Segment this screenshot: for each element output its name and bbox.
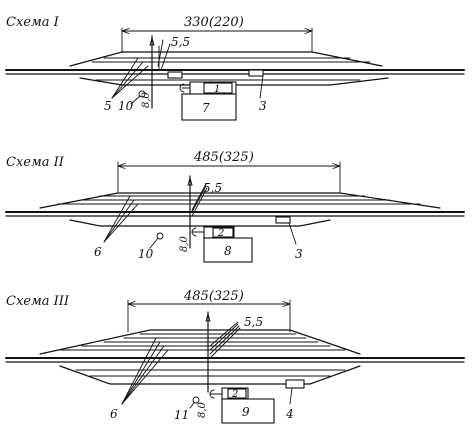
scheme-3-track-leaders: 6	[110, 337, 169, 421]
scheme-2-height-label: 8,0	[179, 235, 190, 252]
scheme-1-axis: 5,5 8,0	[141, 35, 190, 109]
scheme-3: Схема III 485(325)	[5, 289, 465, 424]
scheme-1-height-label: 8,0	[141, 91, 152, 108]
scheme-3-dimension: 485(325)	[127, 289, 291, 333]
scheme-3-tracks-callout: 6	[110, 407, 118, 421]
scheme-2-tracks	[5, 192, 465, 227]
scheme-2-light-mast: 10	[138, 232, 164, 261]
scheme-2-station-building: 2 8	[191, 226, 253, 263]
scheme-3-axis: 5,5 8,0	[197, 311, 263, 418]
scheme-1-title: Схема I	[6, 15, 60, 30]
scheme-2-axis: 5,5 8,0	[179, 175, 222, 252]
scheme-3-light-callout: 11	[174, 408, 189, 422]
scheme-3-dimension-label: 485(325)	[183, 289, 244, 304]
scheme-2-cabin: 3	[275, 216, 303, 261]
scheme-3-cabin-callout: 4	[285, 407, 294, 421]
scheme-1-platform	[167, 71, 183, 79]
scheme-2: Схема II 485(325) 5,5 8,0	[5, 150, 465, 263]
scheme-1-station-building: 1 7	[179, 81, 237, 121]
scheme-2-dimension-label: 485(325)	[193, 150, 254, 165]
scheme-3-building-small: 2	[231, 389, 238, 400]
scheme-3-tracks	[5, 329, 465, 385]
scheme-1-dimension: 330(220)	[121, 15, 313, 53]
scheme-1-cabin-callout: 3	[259, 99, 267, 113]
scheme-2-cabin-callout: 3	[295, 247, 303, 261]
scheme-1-spacing-label: 5,5	[171, 35, 190, 49]
scheme-2-building-small: 2	[217, 228, 224, 239]
scheme-1: Схема I 330(220) 5,5 8,0	[5, 15, 465, 121]
scheme-1-building-small: 1	[214, 84, 220, 95]
scheme-1-light-mast: 10	[118, 90, 146, 113]
scheme-3-building-main: 9	[242, 405, 250, 419]
scheme-1-light-callout: 10	[118, 99, 134, 113]
scheme-1-tracks-callout: 5	[104, 99, 112, 113]
scheme-1-dimension-label: 330(220)	[184, 15, 244, 30]
scheme-3-station-building: 2 9	[209, 387, 275, 424]
scheme-3-height-label: 8,0	[197, 401, 208, 418]
scheme-1-cabin: 3	[248, 69, 267, 113]
scheme-2-title: Схема II	[6, 155, 65, 170]
scheme-2-tracks-callout: 6	[94, 245, 102, 259]
scheme-3-light-mast: 11	[174, 396, 200, 422]
scheme-2-track-leaders: 6	[94, 195, 139, 259]
scheme-2-building-main: 8	[224, 244, 232, 258]
scheme-3-spacing-label: 5,5	[244, 315, 263, 329]
scheme-1-building-main: 7	[202, 101, 210, 115]
scheme-3-title: Схема III	[6, 294, 70, 309]
scheme-2-light-callout: 10	[138, 247, 154, 261]
scheme-1-track-leaders: 5	[104, 57, 149, 113]
scheme-2-spacing-label: 5,5	[203, 181, 222, 195]
scheme-2-dimension: 485(325)	[117, 150, 341, 193]
scheme-3-cabin: 4	[285, 379, 305, 421]
scheme-1-tracks	[5, 51, 465, 86]
